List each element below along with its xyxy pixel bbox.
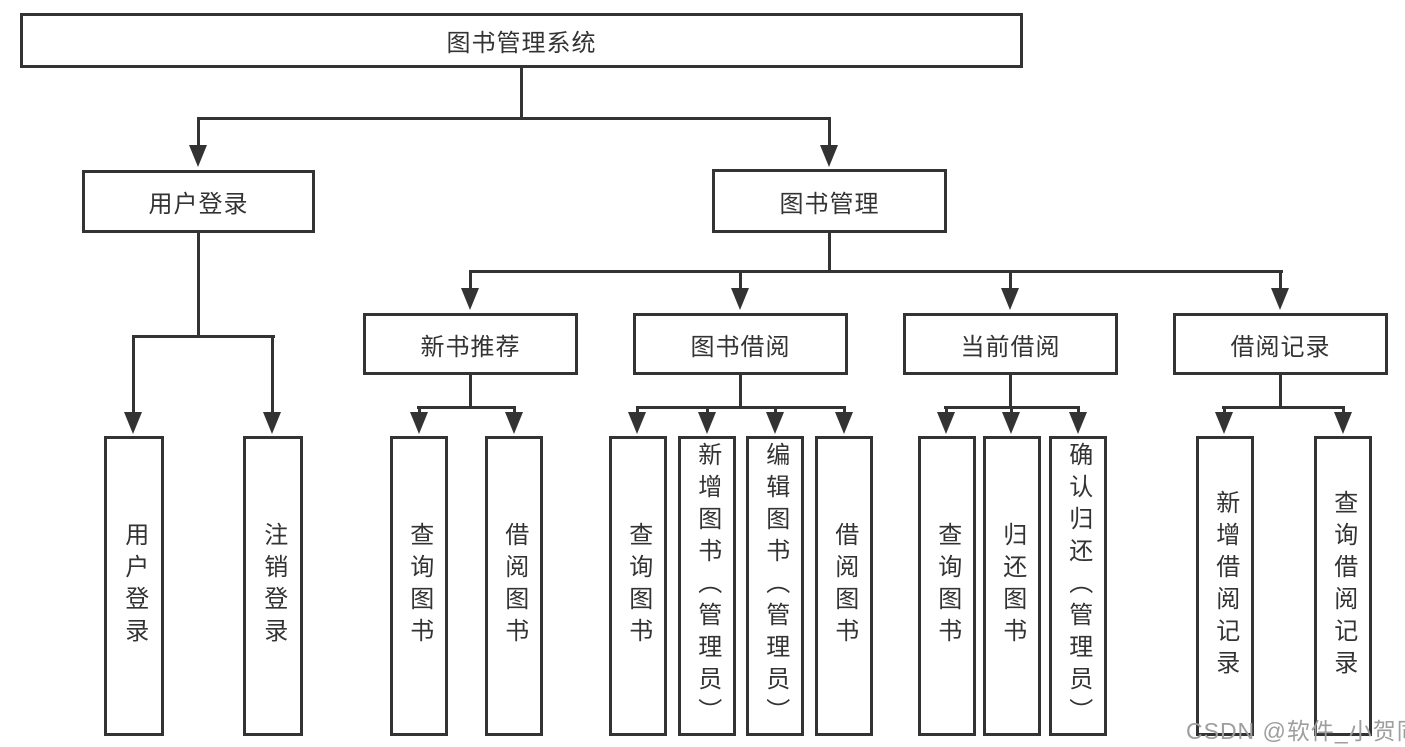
watermark-text: CSDN @软件_小贺同学	[1186, 718, 1405, 744]
tree-connector-line	[197, 233, 200, 338]
leaf-borrow-books: 借阅图书	[815, 436, 873, 736]
arrow-tail-line	[469, 270, 472, 294]
leaf-logout: 注销登录	[243, 436, 303, 736]
node-book-borrow: 图书借阅	[633, 313, 848, 375]
arrow-down-icon	[937, 412, 955, 434]
leaf-query-books-recommend: 查询图书	[390, 436, 448, 736]
tree-connector-line	[132, 335, 275, 338]
tree-connector-line	[520, 66, 523, 120]
tree-connector-line	[1009, 375, 1012, 409]
arrow-down-icon	[698, 412, 716, 434]
tree-connector-line	[739, 375, 742, 409]
tree-connector-line	[1222, 406, 1345, 409]
arrow-down-icon	[766, 412, 784, 434]
leaf-user-login: 用户登录	[104, 436, 164, 736]
node-label: 当前借阅	[960, 333, 1061, 361]
arrow-down-icon	[1215, 412, 1233, 434]
leaf-add-books-admin: 新增图书（管理员）	[678, 436, 736, 736]
arrow-tail-line	[1279, 270, 1282, 294]
arrow-tail-line	[1009, 270, 1012, 294]
node-label: 编辑图书（管理员）	[761, 442, 789, 730]
arrow-tail-line	[828, 117, 831, 151]
node-label: 新增图书（管理员）	[693, 442, 721, 730]
arrow-tail-line	[739, 270, 742, 294]
arrow-tail-line	[197, 117, 200, 151]
leaf-query-borrow-record: 查询借阅记录	[1314, 436, 1372, 736]
arrow-down-icon	[189, 145, 207, 167]
arrow-down-icon	[263, 412, 281, 434]
arrow-down-icon	[461, 288, 479, 310]
tree-connector-line	[417, 406, 516, 409]
leaf-borrow-books-recommend: 借阅图书	[485, 436, 543, 736]
leaf-query-books-current: 查询图书	[918, 436, 976, 736]
arrow-down-icon	[1334, 412, 1352, 434]
leaf-confirm-return-admin: 确认归还（管理员）	[1049, 436, 1107, 736]
arrow-down-icon	[628, 412, 646, 434]
node-label: 用户登录	[120, 522, 148, 650]
arrow-down-icon	[1001, 288, 1019, 310]
leaf-add-borrow-record: 新增借阅记录	[1196, 436, 1254, 736]
node-label: 查询借阅记录	[1329, 490, 1357, 682]
node-current-borrow: 当前借阅	[903, 313, 1118, 375]
leaf-return-books: 归还图书	[983, 436, 1041, 736]
arrow-down-icon	[410, 412, 428, 434]
node-new-book-recommend: 新书推荐	[363, 313, 578, 375]
node-label: 查询图书	[624, 522, 652, 650]
node-label: 确认归还（管理员）	[1064, 442, 1092, 730]
node-label: 查询图书	[405, 522, 433, 650]
node-label: 注销登录	[259, 522, 287, 650]
node-user-login: 用户登录	[82, 170, 315, 233]
arrow-down-icon	[124, 412, 142, 434]
node-label: 归还图书	[998, 522, 1026, 650]
node-label: 图书管理系统	[446, 30, 597, 57]
node-root-library-system: 图书管理系统	[20, 13, 1023, 68]
node-label: 图书管理	[779, 190, 880, 218]
node-label: 借阅图书	[500, 522, 528, 650]
tree-connector-line	[1279, 375, 1282, 409]
arrow-down-icon	[820, 145, 838, 167]
tree-connector-line	[828, 233, 831, 273]
node-book-management: 图书管理	[712, 169, 947, 233]
arrow-down-icon	[835, 412, 853, 434]
node-label: 用户登录	[148, 191, 249, 218]
node-label: 查询图书	[933, 522, 961, 650]
node-borrow-records: 借阅记录	[1173, 313, 1388, 375]
arrow-down-icon	[1069, 412, 1087, 434]
arrow-down-icon	[1002, 412, 1020, 434]
arrow-tail-line	[271, 335, 274, 418]
leaf-query-books: 查询图书	[609, 436, 667, 736]
arrow-tail-line	[132, 335, 135, 418]
arrow-down-icon	[731, 288, 749, 310]
tree-connector-line	[197, 117, 831, 120]
node-label: 借阅记录	[1230, 333, 1331, 361]
node-label: 新书推荐	[420, 333, 521, 361]
arrow-down-icon	[505, 412, 523, 434]
leaf-edit-books-admin: 编辑图书（管理员）	[746, 436, 804, 736]
node-label: 借阅图书	[830, 522, 858, 650]
tree-connector-line	[469, 375, 472, 409]
tree-connector-line	[469, 270, 1283, 273]
node-label: 图书借阅	[690, 333, 791, 361]
node-label: 新增借阅记录	[1211, 490, 1239, 682]
arrow-down-icon	[1271, 288, 1289, 310]
tree-connector-line	[636, 406, 846, 409]
